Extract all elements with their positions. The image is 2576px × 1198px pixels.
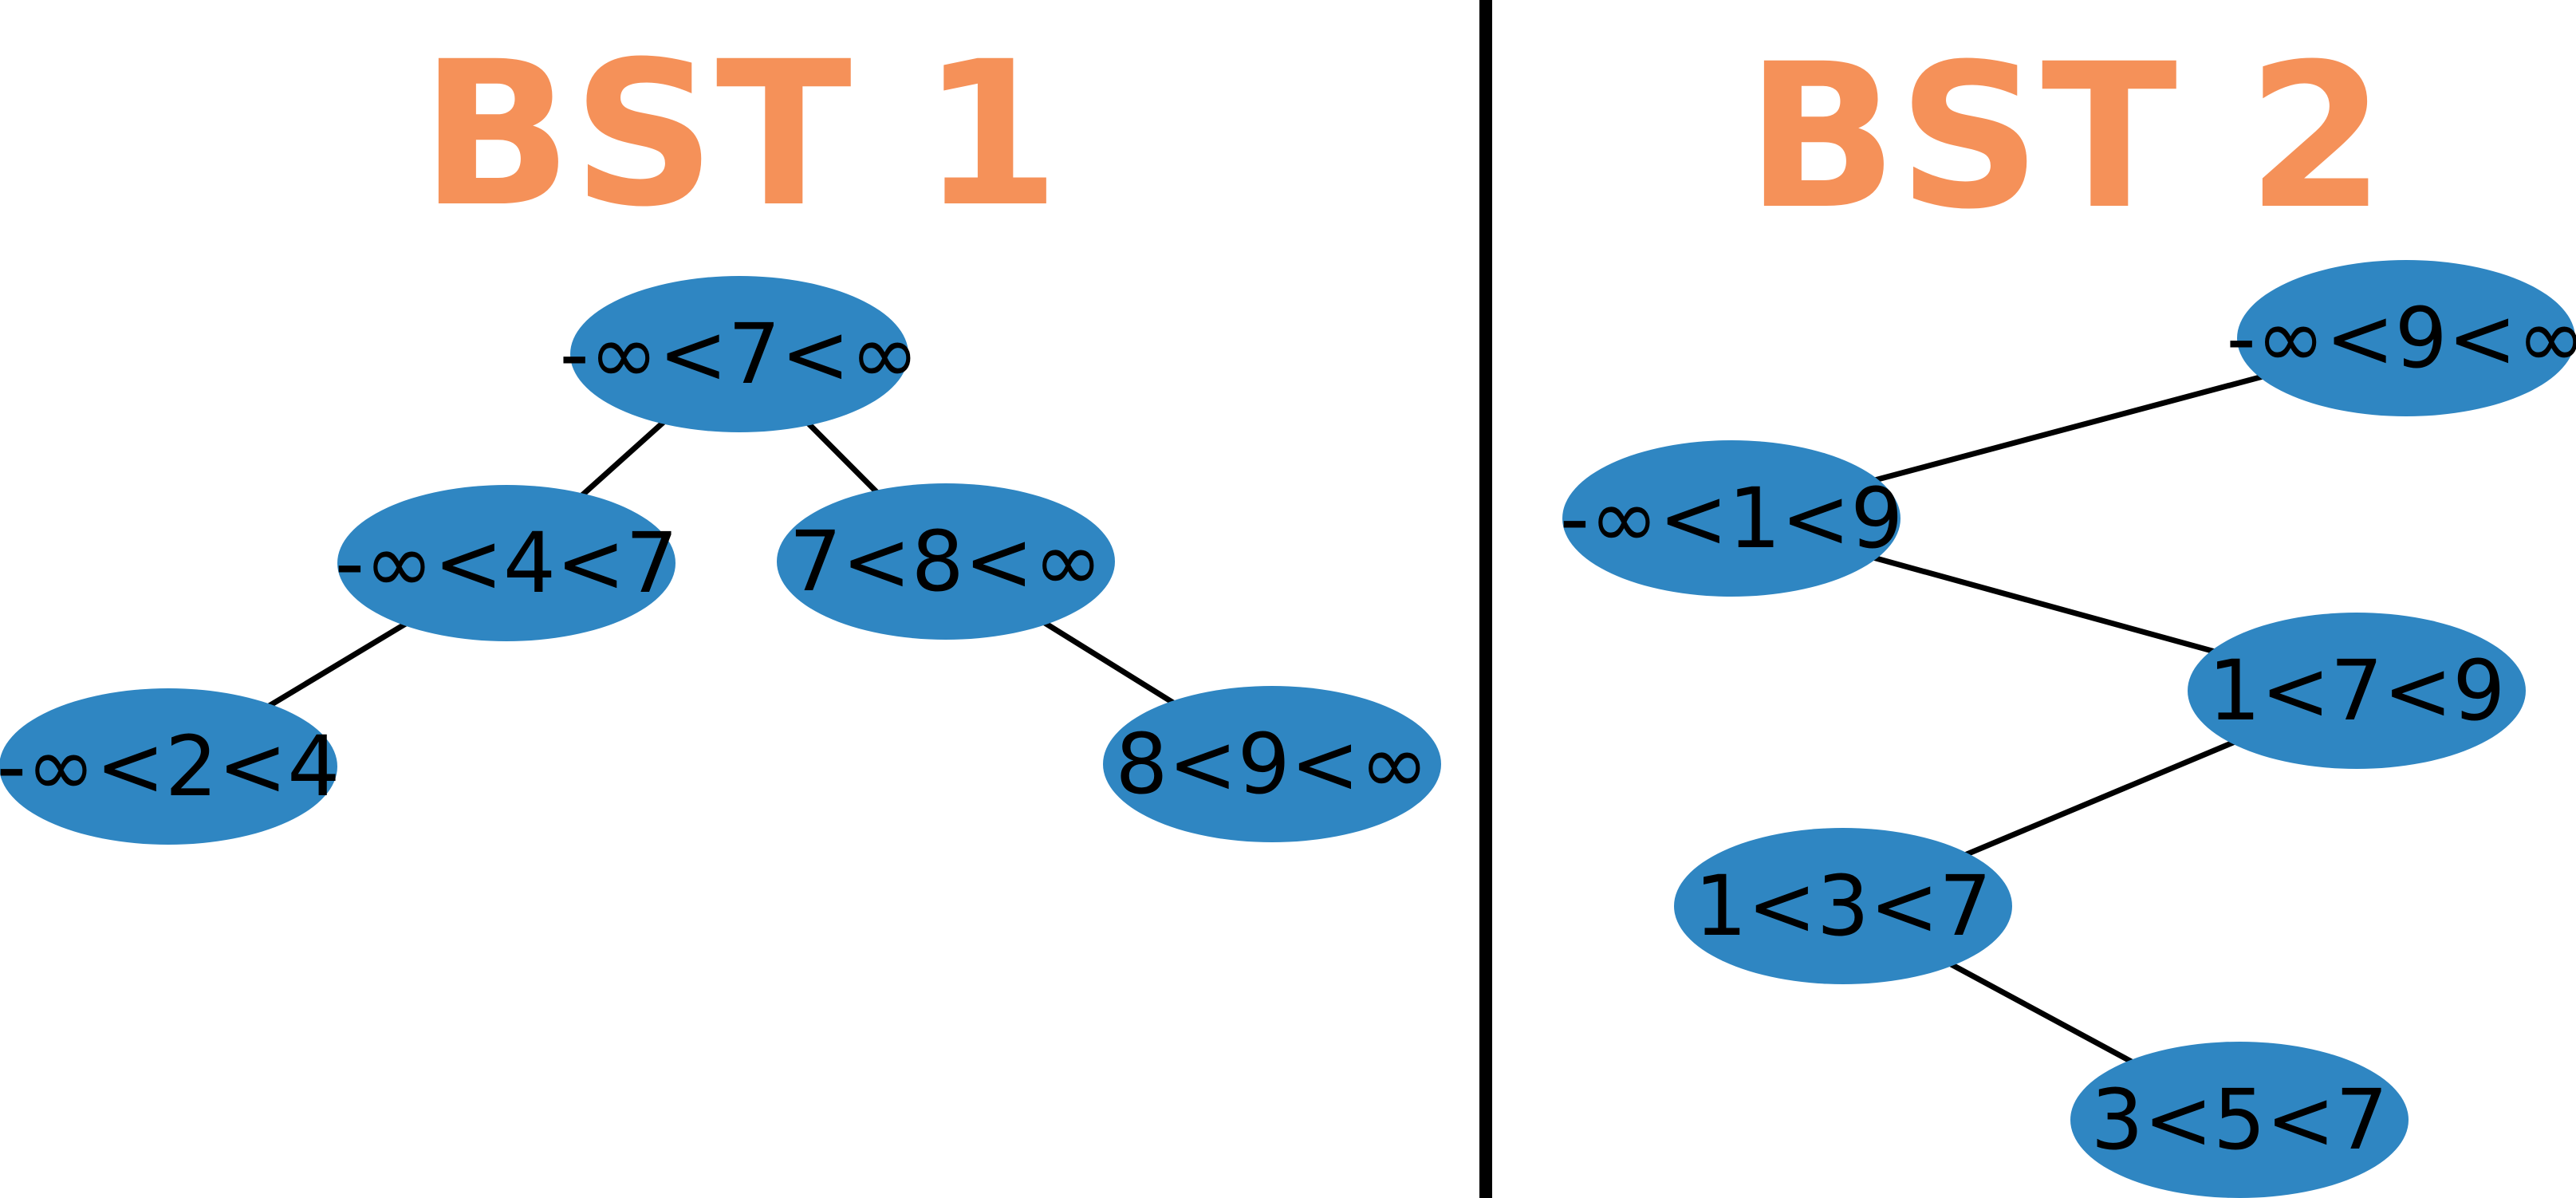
bst1-node-9: 8<9<∞ [1103, 686, 1441, 842]
bst2-node-3: 1<3<7 [1674, 828, 2012, 984]
node-ellipse [2237, 260, 2575, 416]
node-label: -∞<9<∞ [2226, 290, 2576, 387]
node-label: 1<3<7 [1695, 857, 1992, 955]
bst2-node-7: 1<7<9 [2188, 613, 2526, 769]
bst2-node-root: -∞<1<9 [1560, 440, 1904, 597]
node-label: 1<7<9 [2208, 642, 2506, 739]
bst1-node-root: -∞<7<∞ [559, 276, 920, 432]
node-ellipse [777, 483, 1115, 640]
node-label: 8<9<∞ [1115, 715, 1428, 813]
bst1-node-4: -∞<4<7 [335, 485, 679, 641]
bst1-title: BST 1 [420, 18, 1060, 250]
node-ellipse [1103, 686, 1441, 842]
node-ellipse [1674, 828, 2012, 984]
node-label: -∞<2<4 [0, 718, 340, 815]
node-label: -∞<7<∞ [559, 305, 919, 403]
node-label: 3<5<7 [2091, 1071, 2389, 1168]
node-label: 7<8<∞ [789, 513, 1102, 610]
node-ellipse [2188, 613, 2526, 769]
bst2-title: BST 2 [1746, 21, 2385, 253]
node-label: -∞<1<9 [1560, 470, 1904, 567]
bst1-node-8: 7<8<∞ [777, 483, 1115, 640]
bst1-node-2: -∞<2<4 [0, 688, 340, 845]
bst2-node-5: 3<5<7 [2070, 1042, 2409, 1198]
node-label: -∞<4<7 [335, 514, 679, 612]
node-ellipse [0, 688, 337, 845]
node-ellipse [1562, 440, 1900, 597]
node-ellipse [2070, 1042, 2409, 1198]
bst2-node-9: -∞<9<∞ [2226, 260, 2576, 416]
node-ellipse [337, 485, 676, 641]
node-ellipse [570, 276, 908, 432]
